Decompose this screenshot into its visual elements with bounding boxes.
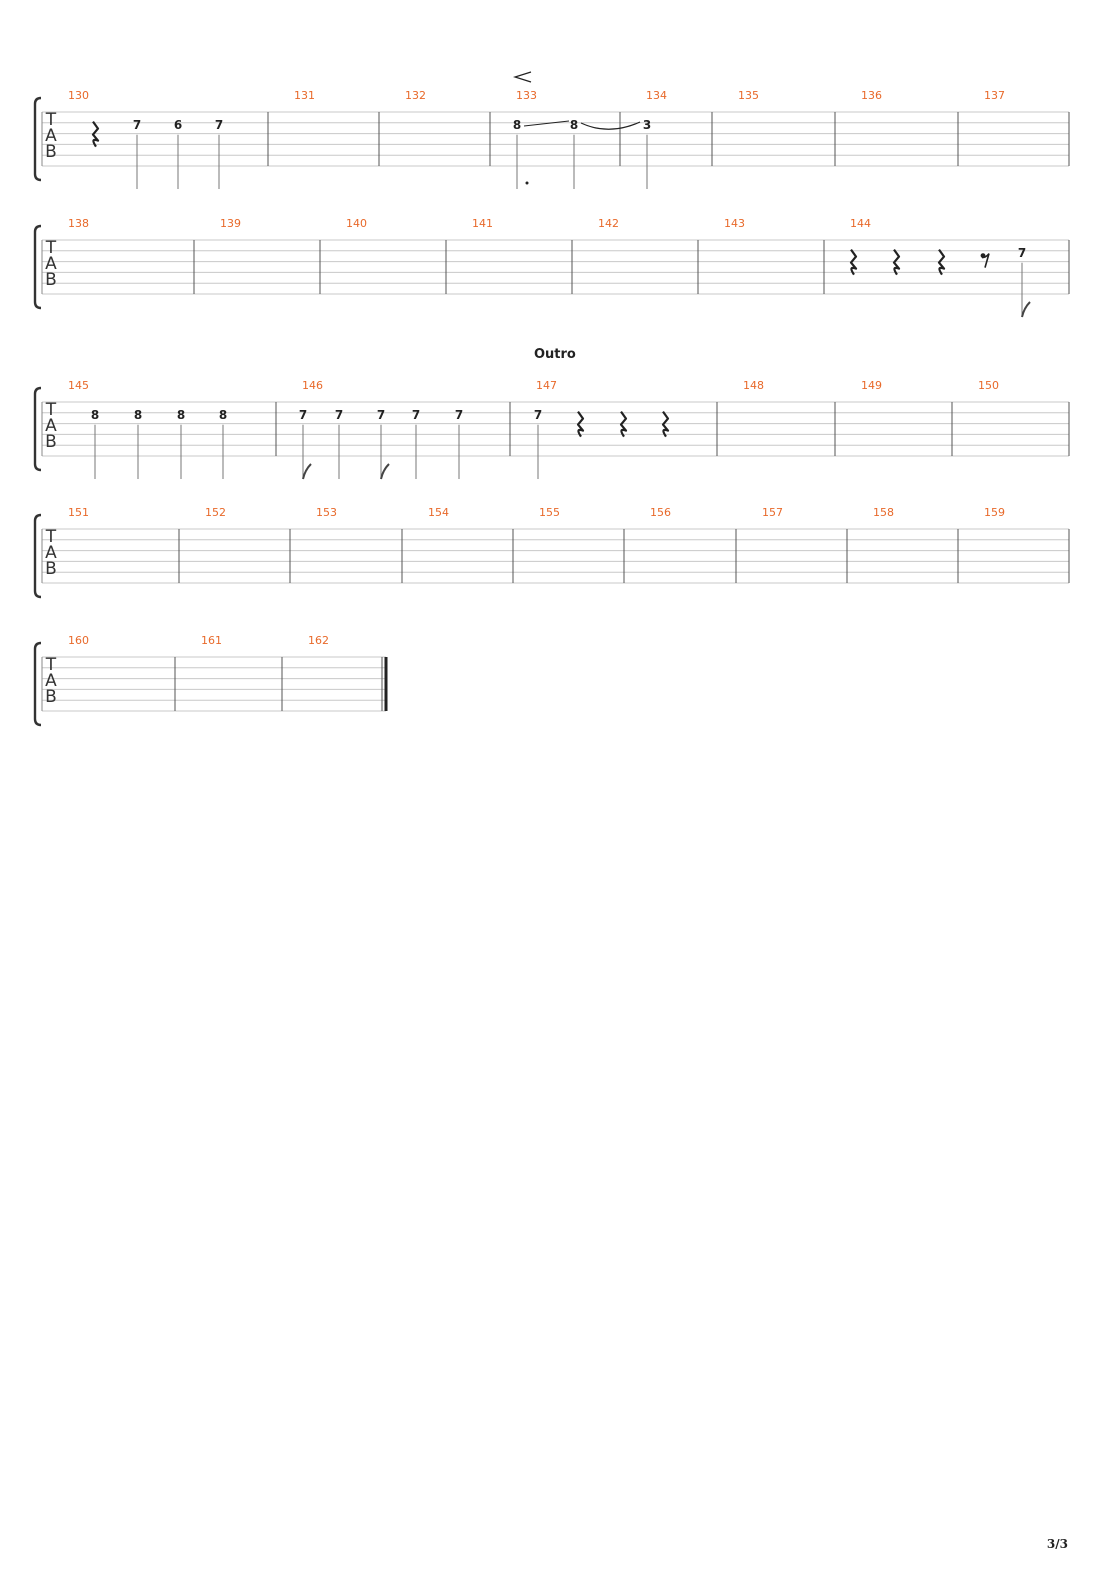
measure-number: 157 xyxy=(762,506,783,519)
measure-number: 151 xyxy=(68,506,89,519)
tab-clef-a: A xyxy=(45,126,57,146)
fret-number: 8 xyxy=(134,408,142,422)
tab-clef-t: T xyxy=(45,655,57,675)
page-number: 3/3 xyxy=(1046,1537,1068,1551)
measure-number: 141 xyxy=(472,217,493,230)
tab-clef-a: A xyxy=(45,416,57,436)
measure-number: 131 xyxy=(294,89,315,102)
eighth-rest xyxy=(980,253,990,268)
measure-number: 133 xyxy=(516,89,537,102)
measure-number: 135 xyxy=(738,89,759,102)
quarter-rest xyxy=(661,410,670,438)
fret-number: 8 xyxy=(513,118,521,132)
section-label-outro: Outro xyxy=(534,347,576,362)
fret-number: 8 xyxy=(177,408,185,422)
note-flag xyxy=(302,463,312,480)
fret-number: 7 xyxy=(215,118,223,132)
system-bracket xyxy=(33,513,42,599)
tab-clef-b: B xyxy=(45,432,57,452)
fret-number: 7 xyxy=(1018,246,1026,260)
measure-number: 130 xyxy=(68,89,89,102)
fret-number: 7 xyxy=(377,408,385,422)
note-flag xyxy=(1021,301,1031,318)
tab-system-4: TAB 151 152 153 154 155 156 157 158 159 xyxy=(33,506,1070,599)
measure-number: 161 xyxy=(201,634,222,647)
measure-number: 147 xyxy=(536,379,557,392)
measure-number: 153 xyxy=(316,506,337,519)
system-bracket xyxy=(33,224,42,310)
quarter-rest xyxy=(849,248,858,276)
measure-number: 159 xyxy=(984,506,1005,519)
measure-number: 138 xyxy=(68,217,89,230)
system-bracket xyxy=(33,641,42,727)
tab-system-2: TAB 138 139 140 141 142 143 144 7 xyxy=(33,217,1070,318)
fret-number: 7 xyxy=(412,408,420,422)
measure-number: 152 xyxy=(205,506,226,519)
measure-number: 136 xyxy=(861,89,882,102)
fret-number: 7 xyxy=(133,118,141,132)
tab-clef-a: A xyxy=(45,671,57,691)
measure-number: 148 xyxy=(743,379,764,392)
slide-line xyxy=(523,120,570,127)
measure-number: 160 xyxy=(68,634,89,647)
crescendo-mark xyxy=(512,71,532,83)
measure-number: 142 xyxy=(598,217,619,230)
tab-clef-b: B xyxy=(45,142,57,162)
quarter-rest xyxy=(91,120,100,148)
measure-number: 134 xyxy=(646,89,667,102)
measure-number: 150 xyxy=(978,379,999,392)
tie-arc xyxy=(580,121,641,130)
fret-number: 7 xyxy=(335,408,343,422)
note-flag xyxy=(380,463,390,480)
fret-number: 6 xyxy=(174,118,182,132)
system-bracket xyxy=(33,386,42,472)
measure-number: 137 xyxy=(984,89,1005,102)
quarter-rest xyxy=(937,248,946,276)
measure-number: 154 xyxy=(428,506,449,519)
fret-number: 7 xyxy=(534,408,542,422)
dot xyxy=(525,181,529,185)
measure-number: 162 xyxy=(308,634,329,647)
tab-clef-b: B xyxy=(45,687,57,707)
measure-number: 143 xyxy=(724,217,745,230)
system-bracket xyxy=(33,96,42,182)
measure-number: 139 xyxy=(220,217,241,230)
measure-number: 140 xyxy=(346,217,367,230)
measure-number: 149 xyxy=(861,379,882,392)
tab-clef-t: T xyxy=(45,110,57,130)
quarter-rest xyxy=(576,410,585,438)
measure-number: 155 xyxy=(539,506,560,519)
quarter-rest xyxy=(892,248,901,276)
fret-number: 8 xyxy=(219,408,227,422)
tab-clef-b: B xyxy=(45,559,57,579)
tab-clef-t: T xyxy=(45,527,57,547)
fret-number: 8 xyxy=(570,118,578,132)
measure-number: 158 xyxy=(873,506,894,519)
fret-number: 7 xyxy=(455,408,463,422)
tab-clef-t: T xyxy=(45,400,57,420)
measure-number: 145 xyxy=(68,379,89,392)
measure-number: 132 xyxy=(405,89,426,102)
measure-number: 156 xyxy=(650,506,671,519)
fret-number: 8 xyxy=(91,408,99,422)
measure-number: 144 xyxy=(850,217,871,230)
fret-number: 3 xyxy=(643,118,651,132)
tab-clef-a: A xyxy=(45,543,57,563)
tab-clef-a: A xyxy=(45,254,57,274)
measure-number: 146 xyxy=(302,379,323,392)
quarter-rest xyxy=(619,410,628,438)
tab-clef-b: B xyxy=(45,270,57,290)
tab-clef-t: T xyxy=(45,238,57,258)
fret-number: 7 xyxy=(299,408,307,422)
tab-system-1: TAB 130 7 6 7 131 132 133 8 8 134 3 135 136 137 xyxy=(33,71,1070,189)
tab-system-5: TAB 160 161 162 xyxy=(33,634,388,727)
